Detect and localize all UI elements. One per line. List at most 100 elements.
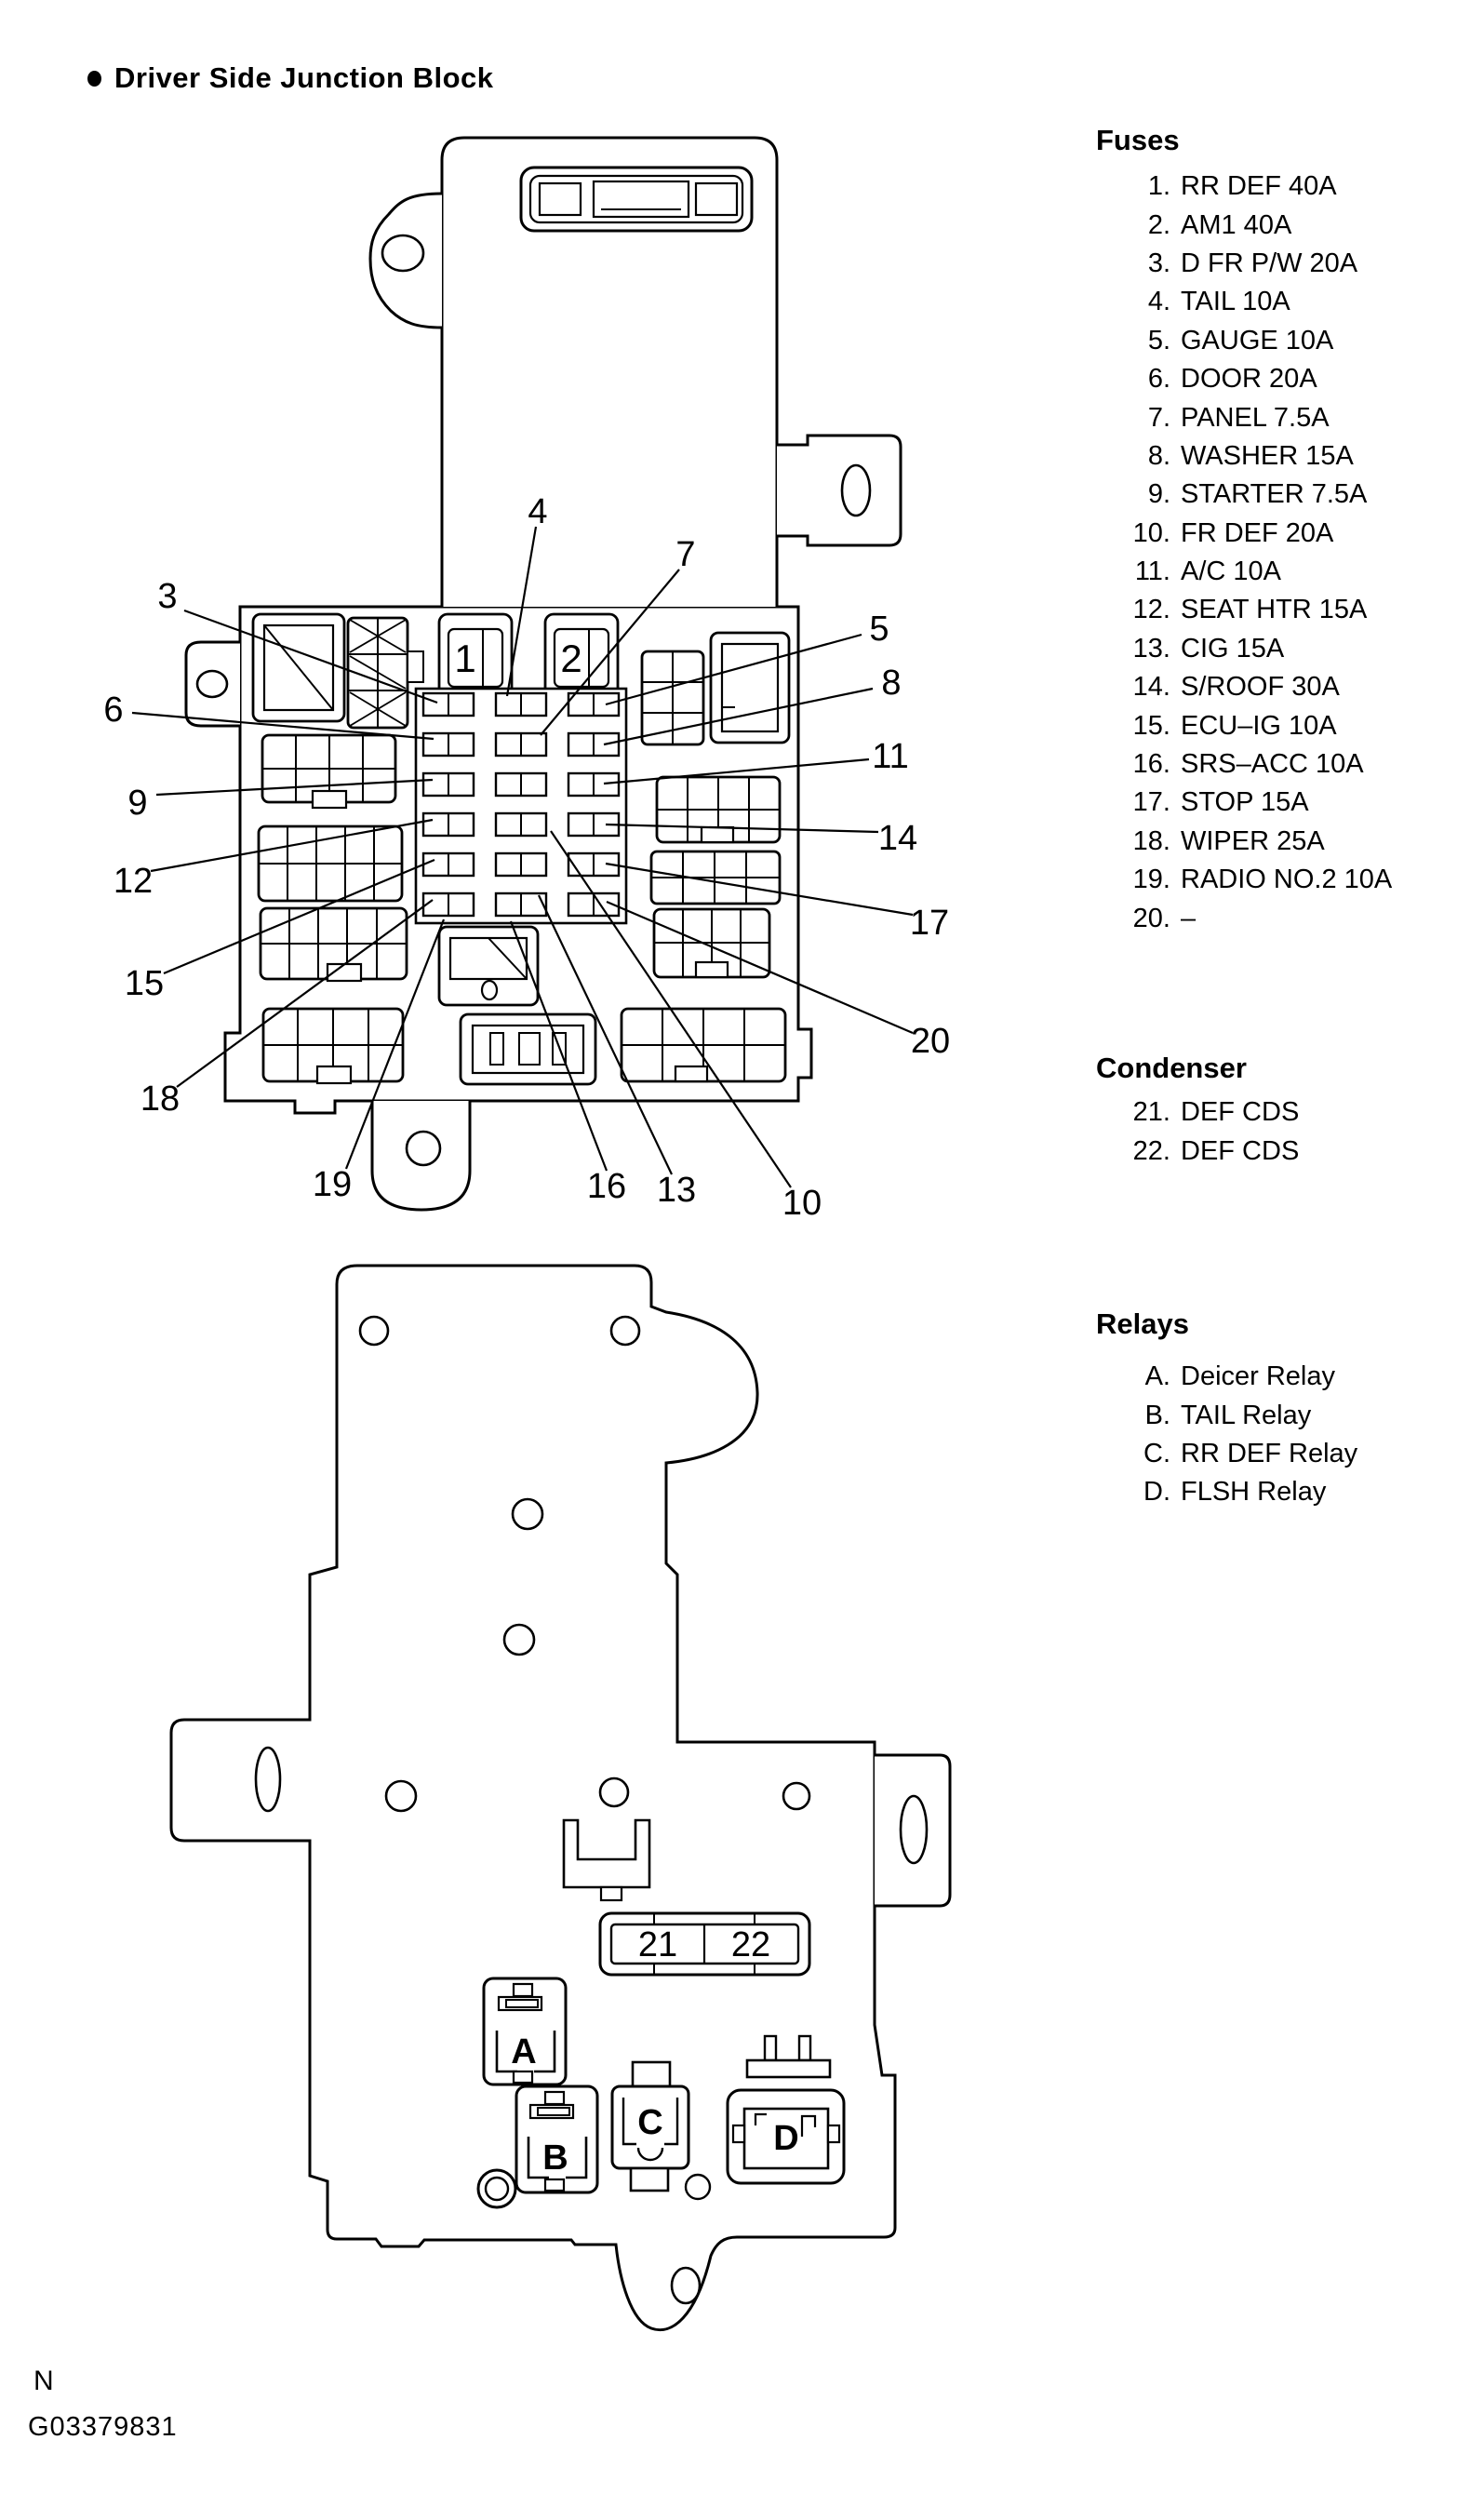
condenser-item: 21.DEF CDS	[1132, 1097, 1300, 1128]
callout-11: 11	[872, 737, 908, 776]
ear-hole	[381, 234, 425, 273]
connector-right-3	[655, 775, 782, 844]
cover-slot-connector	[519, 166, 754, 233]
callout-16: 16	[587, 1167, 626, 1206]
fuse-item: 15.ECU–IG 10A	[1132, 710, 1337, 741]
footer-mark: N	[33, 2366, 54, 2396]
right-bracket	[777, 434, 902, 547]
connector-right-5	[652, 907, 771, 979]
relay-a: A	[482, 1977, 568, 2086]
fuse-item: 20.–	[1132, 903, 1197, 933]
connector-left-4	[259, 906, 408, 983]
relay-item: D.FLSH Relay	[1143, 1477, 1327, 1508]
fuse-item: 8.WASHER 15A	[1147, 440, 1354, 471]
relay-d: D	[726, 2034, 846, 2185]
connector-right-4	[649, 850, 782, 905]
connector-center-2	[459, 1012, 597, 1086]
page-title-text: Driver Side Junction Block	[114, 61, 494, 94]
fuse-item: 1.RR DEF 40A	[1147, 171, 1337, 202]
relay-c: C	[610, 2060, 690, 2192]
relay-item: A.Deicer Relay	[1144, 1361, 1335, 1392]
fuse-slot-1: 1	[437, 612, 514, 698]
condenser-item: 22.DEF CDS	[1132, 1135, 1300, 1166]
lower-fusebox-view: 21 22 A B	[169, 1264, 952, 2332]
relay-item: B.TAIL Relay	[1144, 1400, 1312, 1430]
fuse-slot-2: 2	[543, 612, 620, 698]
page-title: Driver Side Junction Block	[87, 61, 494, 95]
connector-left-2	[261, 733, 397, 810]
fuse-item: 9.STARTER 7.5A	[1147, 479, 1368, 510]
right-tab-slot	[899, 1794, 929, 1865]
relay-b-label: B	[542, 2138, 568, 2178]
u-bracket	[562, 1818, 651, 1902]
callout-10: 10	[782, 1184, 822, 1223]
relay-d-label: D	[773, 2119, 798, 2158]
connector-right-6	[620, 1007, 787, 1083]
callout-6: 6	[103, 690, 123, 730]
callout-3: 3	[157, 577, 177, 616]
plate-outline	[169, 1264, 897, 2332]
callout-17: 17	[910, 904, 949, 943]
connector-left-5	[261, 1007, 405, 1085]
connector-right-2	[709, 631, 791, 744]
fuse-slot-2-label: 2	[560, 637, 582, 680]
fuse-2122-block: 21 22	[598, 1911, 811, 1977]
relay-c-label: C	[637, 2103, 662, 2142]
callout-13: 13	[657, 1171, 696, 1210]
relay-item: C.RR DEF Relay	[1143, 1438, 1358, 1468]
fuse-grid	[414, 687, 628, 925]
callout-12: 12	[114, 862, 153, 901]
upper-fusebox-view: 1 2	[103, 136, 950, 1223]
condenser-heading: Condenser	[1096, 1052, 1247, 1084]
callout-14: 14	[878, 819, 917, 858]
callout-9: 9	[127, 784, 147, 823]
ring-hole-inner	[484, 2176, 510, 2202]
relay-a-label: A	[511, 2032, 536, 2071]
connector-center-1	[437, 925, 540, 1007]
fuse-item: 7.PANEL 7.5A	[1147, 402, 1330, 433]
fuse-item: 16.SRS–ACC 10A	[1132, 749, 1364, 780]
callout-20: 20	[911, 1022, 950, 1061]
callout-19: 19	[313, 1165, 352, 1204]
figure-id: G03379831	[28, 2412, 178, 2442]
fuse-item: 6.DOOR 20A	[1147, 364, 1317, 395]
condenser-list: 21.DEF CDS 22.DEF CDS	[1113, 1093, 1300, 1171]
fuse-item: 14.S/ROOF 30A	[1132, 672, 1340, 703]
callout-7: 7	[675, 535, 695, 574]
callout-18: 18	[140, 1079, 180, 1119]
fuse-item: 17.STOP 15A	[1132, 787, 1309, 818]
callout-8: 8	[881, 664, 901, 703]
fuse-item: 11.A/C 10A	[1134, 556, 1281, 587]
relays-heading: Relays	[1096, 1307, 1189, 1340]
plate-holes	[254, 1315, 811, 2305]
connector-right-1	[640, 650, 705, 746]
fuse-item: 13.CIG 15A	[1132, 633, 1285, 664]
bullet-icon	[87, 70, 101, 87]
left-tab-hole	[195, 669, 229, 699]
bottom-tab-hole	[405, 1130, 442, 1167]
relay-b: B	[476, 2085, 599, 2209]
fuse-21-label: 21	[638, 1925, 677, 1964]
callout-15: 15	[125, 964, 164, 1003]
relays-list: A.Deicer Relay B.TAIL Relay C.RR DEF Rel…	[1113, 1358, 1357, 1512]
fuse-item: 3.D FR P/W 20A	[1147, 248, 1358, 278]
fuse-item: 18.WIPER 25A	[1132, 825, 1325, 856]
fuse-item: 2.AM1 40A	[1147, 209, 1292, 240]
callout-4: 4	[528, 492, 547, 531]
callout-numbers: 3 4 7 5 6 8 9 11 12 14 15 17 18 20 19 16…	[103, 492, 950, 1223]
fuse-item: 19.RADIO NO.2 10A	[1132, 865, 1393, 895]
fuse-22-label: 22	[731, 1925, 770, 1964]
callout-lines	[131, 526, 914, 1188]
connector-left-1	[251, 612, 346, 723]
fuse-item: 10.FR DEF 20A	[1132, 517, 1334, 548]
fuses-heading: Fuses	[1096, 124, 1180, 156]
fuses-list: 1.RR DEF 40A 2.AM1 40A 3.D FR P/W 20A 4.…	[1113, 168, 1393, 938]
fuse-item: 12.SEAT HTR 15A	[1132, 595, 1368, 625]
fuse-slot-1-label: 1	[454, 637, 475, 680]
connector-left-hatched	[346, 616, 424, 730]
bracket-hole	[840, 463, 872, 517]
fuse-item: 4.TAIL 10A	[1147, 287, 1290, 317]
fuse-item: 5.GAUGE 10A	[1147, 325, 1334, 355]
callout-5: 5	[869, 610, 889, 649]
